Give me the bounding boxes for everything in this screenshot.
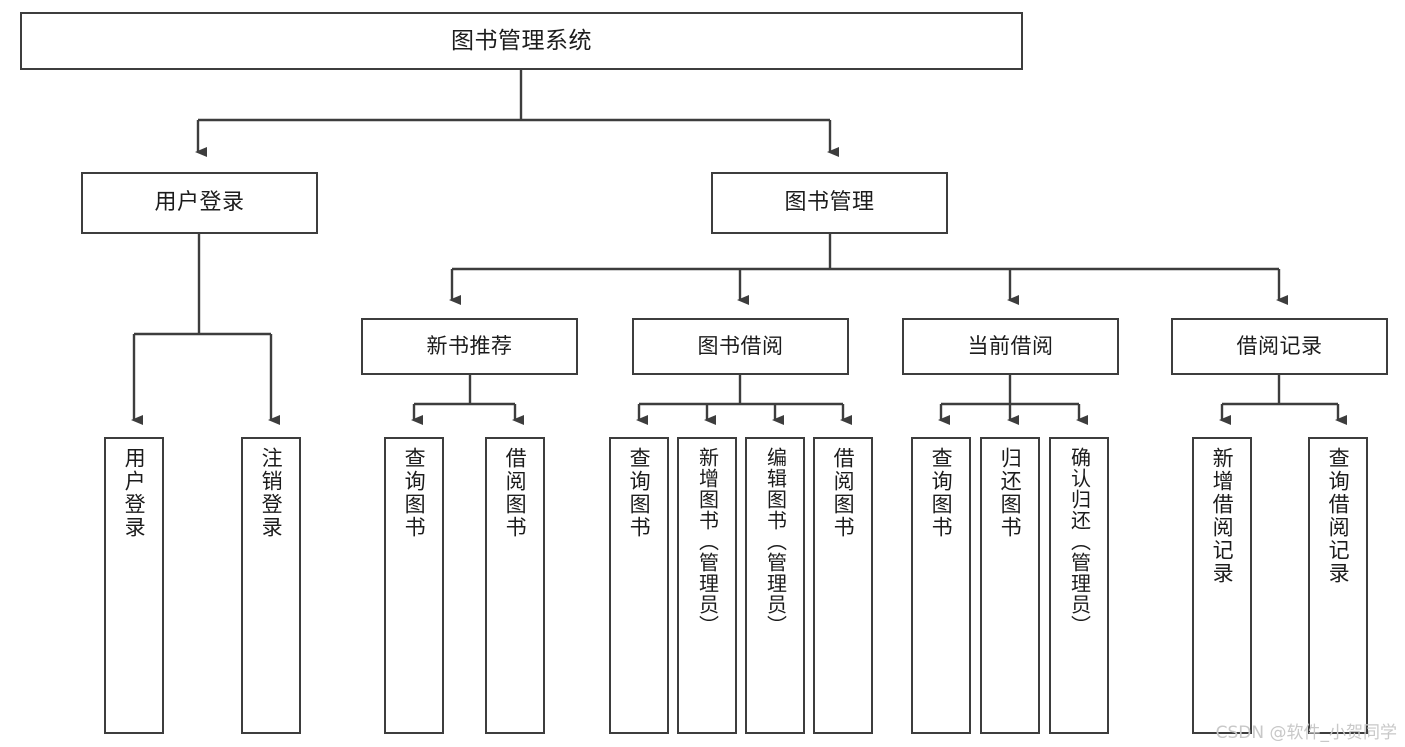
leaf-new-book-borrow-books[interactable]: 借阅图书 [485,437,545,734]
node-label: 借阅图书 [831,447,856,539]
node-user-login[interactable]: 用户登录 [81,172,318,234]
leaf-borrow-record-query-record[interactable]: 查询借阅记录 [1308,437,1368,734]
leaf-current-borrow-query-books[interactable]: 查询图书 [911,437,971,734]
node-root-book-management-system[interactable]: 图书管理系统 [20,12,1023,70]
node-label: 借阅图书 [503,447,528,539]
leaf-current-borrow-return-books[interactable]: 归还图书 [980,437,1040,734]
node-label: 用户登录 [154,190,245,216]
leaf-current-borrow-confirm-return-admin[interactable]: 确认归还（管理员） [1049,437,1109,734]
node-label: 确认归还（管理员） [1067,447,1092,636]
leaf-user-login-login[interactable]: 用户登录 [104,437,164,734]
node-label: 查询图书 [627,447,652,539]
node-label: 图书借阅 [697,334,784,359]
node-borrowing-records[interactable]: 借阅记录 [1171,318,1388,375]
leaf-book-borrow-add-book-admin[interactable]: 新增图书（管理员） [677,437,737,734]
node-label: 新增图书（管理员） [695,447,720,636]
node-label: 图书管理 [784,190,875,216]
leaf-book-borrow-query-books[interactable]: 查询图书 [609,437,669,734]
node-label: 新书推荐 [426,334,513,359]
node-label: 借阅记录 [1236,334,1323,359]
node-label: 查询图书 [402,447,427,539]
node-label: 查询图书 [929,447,954,539]
node-label: 图书管理系统 [451,27,592,54]
node-book-borrowing[interactable]: 图书借阅 [632,318,849,375]
leaf-borrow-record-add-record[interactable]: 新增借阅记录 [1192,437,1252,734]
node-label: 注销登录 [259,447,284,539]
node-label: 用户登录 [122,447,147,539]
node-book-management[interactable]: 图书管理 [711,172,948,234]
node-label: 新增借阅记录 [1210,447,1235,585]
leaf-book-borrow-edit-book-admin[interactable]: 编辑图书（管理员） [745,437,805,734]
node-current-borrowing[interactable]: 当前借阅 [902,318,1119,375]
node-label: 当前借阅 [967,334,1054,359]
node-new-book-recommendation[interactable]: 新书推荐 [361,318,578,375]
leaf-new-book-query-books[interactable]: 查询图书 [384,437,444,734]
node-label: 查询借阅记录 [1326,447,1351,585]
node-label: 编辑图书（管理员） [763,447,788,636]
leaf-book-borrow-borrow-books[interactable]: 借阅图书 [813,437,873,734]
csdn-watermark: CSDN @软件_小贺同学 [1215,723,1397,743]
leaf-user-login-logout[interactable]: 注销登录 [241,437,301,734]
node-label: 归还图书 [998,447,1023,539]
